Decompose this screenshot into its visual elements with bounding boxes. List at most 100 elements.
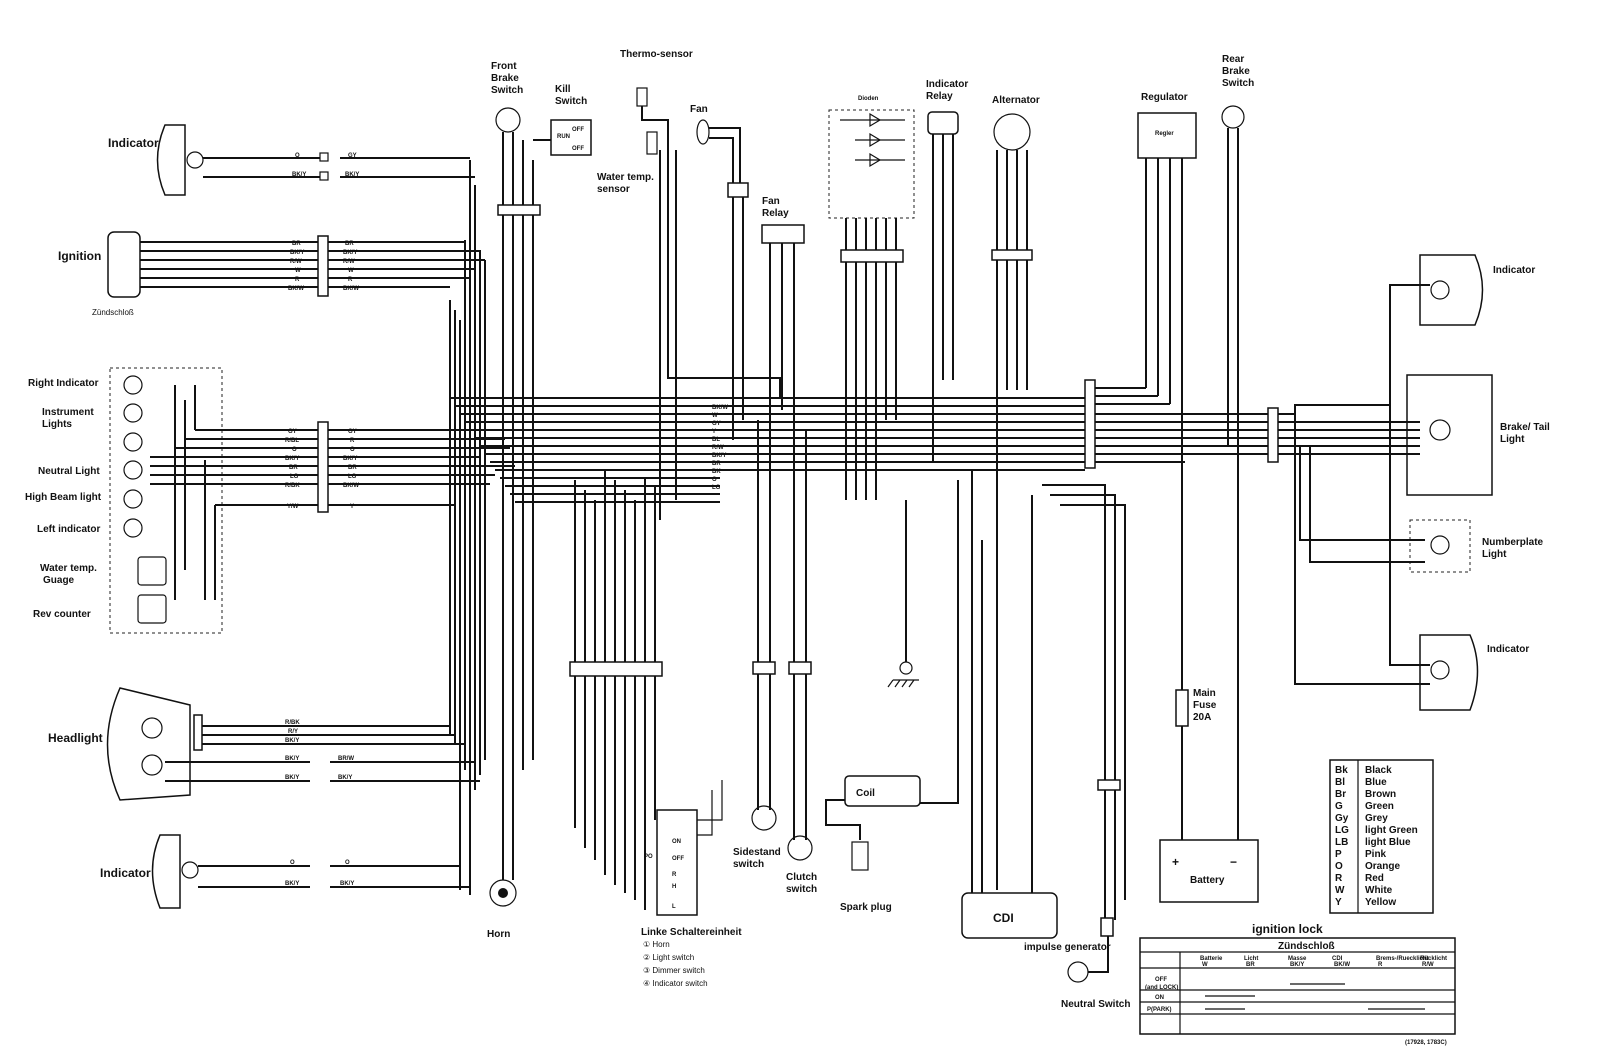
lock-column-header: Masse bbox=[1288, 956, 1307, 962]
indicator-right-front-label: Indicator bbox=[1493, 265, 1535, 276]
lock-column-code: R bbox=[1378, 962, 1383, 968]
wire-label: R/Y bbox=[288, 729, 298, 735]
spark-plug-label: Spark plug bbox=[840, 902, 892, 913]
wire-label: BR bbox=[292, 241, 301, 247]
horn: Horn bbox=[487, 879, 517, 940]
headlight-label: Headlight bbox=[48, 731, 103, 745]
bus-label: O bbox=[712, 477, 717, 483]
water-temp-sensor: Water temp. sensor bbox=[597, 131, 677, 520]
legend-code: Y bbox=[1335, 897, 1342, 908]
wire-label: O bbox=[350, 447, 355, 453]
fan-label: Fan bbox=[690, 104, 708, 115]
wire-label: LG bbox=[290, 474, 299, 480]
neutral-switch-label: Neutral Switch bbox=[1061, 999, 1130, 1010]
wire-label: BK/Y bbox=[290, 250, 304, 256]
wire-label: BK/Y bbox=[285, 881, 299, 887]
high-beam-light-label: High Beam light bbox=[25, 492, 102, 503]
legend-code: Bk bbox=[1335, 765, 1348, 776]
battery-label: Battery bbox=[1190, 875, 1225, 886]
fan: Fan bbox=[690, 104, 749, 440]
regler-label: Regler bbox=[1155, 131, 1174, 137]
wire-label: BK/Y bbox=[285, 775, 299, 781]
wire-label: BR/W bbox=[338, 756, 354, 762]
lock-column-header: Licht bbox=[1244, 956, 1258, 962]
lock-column-header: CDI bbox=[1332, 956, 1343, 962]
wire-label: BR bbox=[289, 465, 298, 471]
instrument-bulbs bbox=[123, 375, 167, 624]
legend-code: LB bbox=[1335, 837, 1348, 848]
right-indicator-label: Right Indicator bbox=[28, 378, 99, 389]
lock-row-label: ON bbox=[1155, 995, 1164, 1001]
spark-plug: Spark plug bbox=[825, 799, 892, 913]
bus-label: BK bbox=[712, 469, 721, 475]
instrument-cluster: Right Indicator Instrument Lights Neutra… bbox=[25, 367, 515, 634]
lock-row-label: P(PARK) bbox=[1147, 1007, 1172, 1013]
ignition-caption: Zündschloß bbox=[92, 308, 134, 317]
lock-column-header: Batterie bbox=[1200, 956, 1223, 962]
legend-color-name: Orange bbox=[1365, 861, 1400, 872]
wire-label: BK/W bbox=[343, 286, 359, 292]
battery: + − Battery bbox=[1159, 839, 1259, 903]
wire-label: O bbox=[292, 447, 297, 453]
ignition: Ignition Zündschloß BR BK/Y R/W W R BK/W… bbox=[58, 231, 485, 317]
legend-code: Gy bbox=[1335, 813, 1349, 824]
kill-switch-label: Kill bbox=[555, 84, 571, 95]
instrument-lights-label: Instrument bbox=[42, 407, 94, 418]
left-trunk bbox=[449, 160, 486, 895]
lock-column-code: R/W bbox=[1422, 962, 1434, 968]
water-temp-sensor-label: Water temp. bbox=[597, 172, 654, 183]
headlight: Headlight R/BK R/Y BK/Y BK/Y BK/Y BR/W B… bbox=[48, 687, 480, 801]
bus-label: Y bbox=[712, 429, 716, 435]
wire-label: O bbox=[295, 153, 300, 159]
wire-label: O bbox=[290, 860, 295, 866]
legend-color-name: Blue bbox=[1365, 777, 1387, 788]
sidestand-switch-label-2: switch bbox=[733, 859, 764, 870]
legend-color-name: light Blue bbox=[1365, 837, 1411, 848]
indicator-relay-label-2: Relay bbox=[926, 91, 953, 102]
main-fuse-label: Main bbox=[1193, 688, 1216, 699]
lock-column-code: W bbox=[1202, 962, 1208, 968]
numberplate-light-label-2: Light bbox=[1482, 549, 1507, 560]
rear-brake-switch-label-3: Switch bbox=[1222, 78, 1254, 89]
switch-unit-item: ② Light switch bbox=[643, 953, 694, 962]
bus-label: BK/Y bbox=[712, 453, 726, 459]
water-temp-gauge-label-2: Guage bbox=[43, 575, 75, 586]
wire-label: BK/Y bbox=[343, 456, 357, 462]
ignition-lock-subtitle: Zündschloß bbox=[1278, 941, 1335, 952]
legend-code: LG bbox=[1335, 825, 1349, 836]
numberplate-light: Numberplate Light bbox=[1299, 446, 1544, 573]
bus-label: BR bbox=[712, 461, 721, 467]
front-brake-switch-label: Front bbox=[491, 61, 517, 72]
dioden-label: Dioden bbox=[858, 96, 879, 102]
wire-label: Y/W bbox=[287, 504, 299, 510]
lock-row-label: (and LOCK) bbox=[1145, 985, 1178, 991]
wire-label: R/W bbox=[343, 259, 355, 265]
alternator-label: Alternator bbox=[992, 95, 1040, 106]
wire-label: R/BK bbox=[285, 483, 300, 489]
rear-brake-switch-label: Rear bbox=[1222, 54, 1244, 65]
kill-off-label-2: OFF bbox=[572, 146, 584, 152]
wire-label: BR bbox=[345, 241, 354, 247]
wire-label: GY bbox=[348, 429, 357, 435]
wire-label: O bbox=[345, 860, 350, 866]
legend-color-name: Black bbox=[1365, 765, 1392, 776]
lock-column-code: BR bbox=[1246, 962, 1255, 968]
bus-labels: BK/W W GY Y BL R/W BK/Y BR BK O LG bbox=[712, 405, 728, 491]
cdi: CDI bbox=[961, 470, 1058, 939]
svg-text:−: − bbox=[1230, 855, 1237, 869]
switch-unit-title: Linke Schaltereinheit bbox=[641, 927, 742, 938]
lock-columns: BatterieWLichtBRMasseBK/YCDIBK/WBrems-/R… bbox=[1200, 956, 1447, 968]
lock-row-label: OFF bbox=[1155, 977, 1167, 983]
neutral-light-label: Neutral Light bbox=[38, 466, 100, 477]
wire-label: BK/W bbox=[288, 286, 304, 292]
water-temp-sensor-label-2: sensor bbox=[597, 184, 630, 195]
legend-code: O bbox=[1335, 861, 1343, 872]
regulator: Regler Regulator bbox=[1137, 92, 1197, 840]
instrument-lights-label-2: Lights bbox=[42, 419, 72, 430]
indicator-relay-label: Indicator bbox=[926, 79, 968, 90]
brake-tail-light-label-2: Light bbox=[1500, 434, 1525, 445]
clutch-switch: Clutch switch bbox=[786, 430, 817, 895]
wire-label: BK/Y bbox=[285, 756, 299, 762]
switch-pos-l: L bbox=[672, 904, 676, 910]
